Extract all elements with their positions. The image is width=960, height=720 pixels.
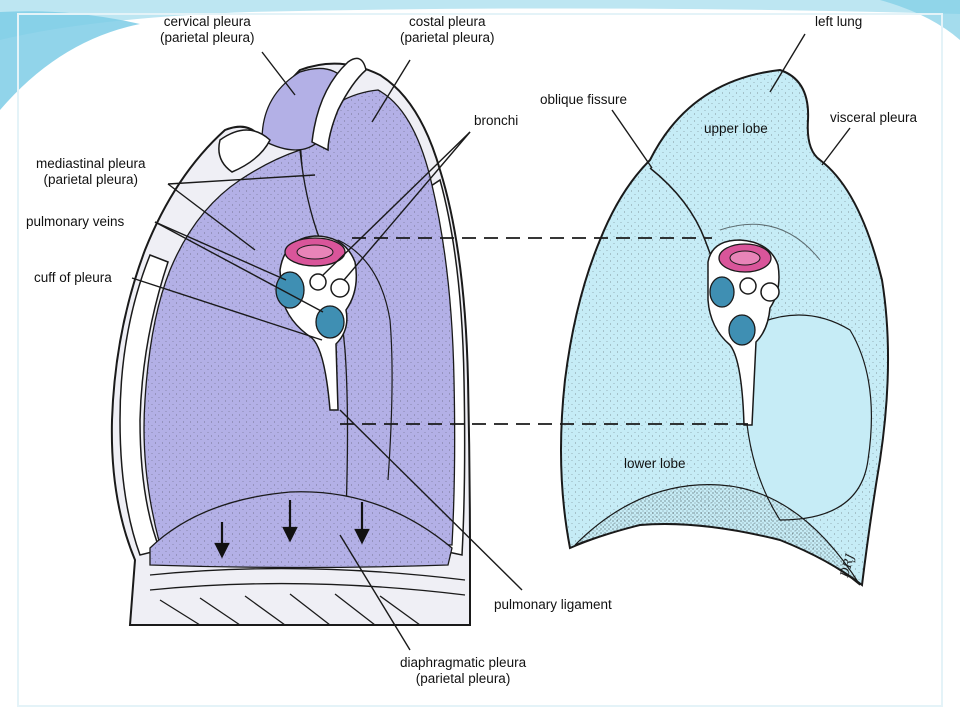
- mediastinal-pleura-line1: mediastinal pleura: [36, 156, 146, 171]
- top-right-swoosh: [880, 0, 960, 40]
- bronchus-right-2: [760, 282, 780, 302]
- diaphragm-arrows: [214, 500, 370, 559]
- cardiac-impression: [744, 314, 872, 521]
- correspondence-lines: [340, 237, 748, 425]
- label-visceral-pleura: visceral pleura: [830, 110, 918, 125]
- lower-ribs: [149, 567, 466, 626]
- label-left-lung: left lung: [815, 14, 863, 29]
- label-pulmonary-ligament: pulmonary ligament: [494, 597, 612, 612]
- cervical-pleura-line2: (parietal pleura): [160, 30, 255, 45]
- leader-mediastinal-1: [167, 174, 316, 185]
- costal-pleura-line1: costal pleura: [409, 14, 486, 29]
- left-hilum: [275, 235, 358, 411]
- leader-pulmonary-ligament: [339, 409, 523, 591]
- aortic-groove: [719, 223, 821, 261]
- mediastinal-pleura-line2: (parietal pleura): [43, 172, 139, 187]
- diaphragmatic-pleura-line1: diaphragmatic pleura: [400, 655, 527, 670]
- label-diaphragmatic-pleura: diaphragmatic pleura (parietal pleura): [400, 655, 526, 687]
- label-mediastinal-pleura: mediastinal pleura (parietal pleura): [36, 156, 146, 188]
- leader-diaphragmatic-pleura: [339, 534, 411, 651]
- leader-bronchi-2: [343, 131, 471, 281]
- bronchus-right-1: [739, 277, 757, 295]
- leader-visceral-pleura: [821, 127, 851, 166]
- upper-pulmonary-vein-right: [709, 276, 735, 308]
- leader-costal-pleura: [371, 59, 411, 123]
- label-costal-pleura: costal pleura (parietal pleura): [400, 14, 495, 46]
- bronchus-left-1: [309, 273, 327, 291]
- clavicle: [218, 129, 271, 173]
- leader-pulmonary-veins-2: [154, 221, 324, 313]
- leader-oblique-fissure: [611, 109, 653, 169]
- right-hilum: [707, 239, 780, 426]
- label-cervical-pleura: cervical pleura (parietal pleura): [160, 14, 255, 46]
- label-cuff-of-pleura: cuff of pleura: [34, 270, 112, 285]
- leader-pulmonary-veins-1: [154, 221, 287, 281]
- upper-pulmonary-vein-left: [275, 271, 305, 309]
- diaphragmatic-pleura-line2: (parietal pleura): [415, 671, 511, 686]
- bronchus-left-2: [330, 278, 350, 298]
- cervical-pleura-line1: cervical pleura: [163, 14, 251, 29]
- leader-lines: [131, 33, 851, 651]
- diaphragmatic-surface: [574, 484, 861, 586]
- artist-signature: DRJ: [837, 551, 857, 579]
- lower-pulmonary-vein-left: [315, 305, 345, 339]
- first-rib: [311, 57, 367, 152]
- leader-cuff-of-pleura: [131, 277, 323, 341]
- label-lower-lobe: lower lobe: [624, 456, 686, 471]
- top-swoosh: [0, 0, 960, 40]
- lower-pulmonary-vein-right: [728, 314, 756, 346]
- label-oblique-fissure: oblique fissure: [540, 92, 628, 107]
- label-bronchi: bronchi: [474, 113, 519, 128]
- leader-left-lung: [769, 33, 806, 93]
- label-upper-lobe: upper lobe: [704, 121, 768, 136]
- costal-pleura-line2: (parietal pleura): [400, 30, 495, 45]
- slide-border: [17, 13, 943, 707]
- thoracic-cavity-figure: [110, 57, 471, 626]
- leader-bronchi-1: [321, 131, 471, 277]
- leader-cervical-pleura: [261, 51, 296, 96]
- leader-mediastinal-2: [167, 183, 256, 251]
- top-left-swoosh: [0, 11, 140, 111]
- label-pulmonary-veins: pulmonary veins: [26, 214, 125, 229]
- left-lung-figure: [560, 68, 889, 587]
